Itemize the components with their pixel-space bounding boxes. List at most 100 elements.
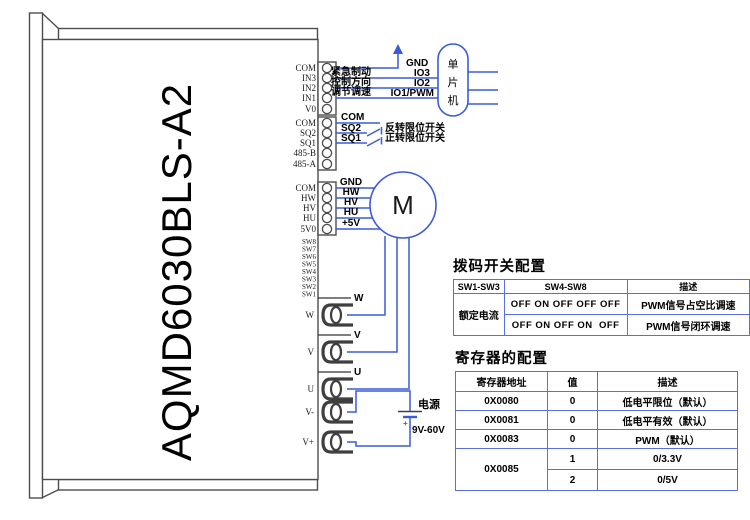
phase-label-v: V [354, 330, 361, 341]
reg-header-value: 值 [547, 371, 598, 392]
sw-pin-label: SW8 [302, 238, 317, 246]
phase-labels: W V U [354, 293, 364, 378]
io2-label: IO2 [414, 78, 431, 89]
dip-desc-cell: PWM信号闭环调速 [626, 314, 750, 336]
emergency-brake-label: 紧急制动 [331, 65, 371, 78]
reg-value-cell: 2 [547, 469, 598, 491]
pin-label: 5V0 [301, 224, 317, 234]
table-row: 0X0085 1 0/3.3V [455, 448, 738, 491]
motor-label: M [392, 190, 414, 220]
terminal-clamp-v-minus [321, 400, 353, 424]
terminal-base-lines [318, 297, 351, 373]
dip-pin-labels: SW8 SW7 SW6 SW5 SW4 SW3 SW2 SW1 [302, 238, 317, 299]
power-supply-label: 电源 [418, 397, 440, 411]
reg-table-title: 寄存器的配置 [455, 351, 548, 367]
hall-signal-labels: GND HW HV HU +5V [340, 177, 362, 229]
mcu-char: 片 [448, 76, 459, 89]
terminal-clamp-v-plus [321, 430, 353, 454]
reg-value-cell: 0 [547, 391, 598, 411]
pin-label: SQ1 [300, 138, 316, 148]
reg-addr-cell: 0X0081 [455, 410, 548, 430]
phase-label-u: U [354, 367, 361, 378]
terminal-label-v: V [308, 347, 315, 357]
heatsink-bar [28, 12, 44, 499]
reg-addr-cell: 0X0085 [455, 448, 548, 491]
terminal-clamp-u [321, 377, 353, 401]
reg-value-cell: 0 [547, 429, 598, 449]
reg-desc-cell: 0/5V [597, 469, 738, 491]
wire-com-gnd [336, 50, 399, 69]
sw-pin-label: SW1 [302, 291, 317, 299]
table-row: 额定电流 OFF ON OFF OFF OFF PWM信号占空比调速 [453, 293, 750, 336]
register-table: 寄存器地址 值 描述 0X0080 0 低电平限位（默认） 0X0081 0 低… [455, 371, 738, 491]
reg-desc-cell: 低电平有效（默认） [597, 410, 738, 430]
mcu-box [437, 43, 469, 117]
dip-setting-cell: OFF ON OFF ON OFF [503, 314, 628, 336]
reg-desc-cell: 0/3.3V [597, 448, 738, 470]
terminal-label-v-minus: V- [305, 407, 314, 417]
sw-pin-label: SW6 [302, 253, 317, 261]
sw-pin-label: SW2 [302, 283, 317, 291]
heatsink-bevel-top [42, 12, 59, 30]
table-row: 0X0080 0 低电平限位（默认） [455, 391, 738, 411]
pin-label: HW [301, 193, 316, 203]
driver-board-body [41, 38, 319, 481]
terminal-label-v-plus: V+ [302, 437, 314, 447]
pin-label: 485-B [294, 148, 317, 158]
reg-desc-cell: PWM（默认） [597, 429, 738, 449]
voltage-range-label: 9V-60V [412, 425, 445, 436]
connector-holes [321, 62, 333, 235]
mcu-signal-labels: GND IO3 IO2 IO1/PWM 紧急制动 控制方向 调节调速 [331, 58, 434, 99]
reg-header-addr: 寄存器地址 [455, 371, 548, 392]
terminal-clamp-w [321, 303, 353, 327]
mcu-label: 单 片 机 [448, 58, 459, 107]
table-row: 0X0083 0 PWM（默认） [455, 429, 738, 449]
terminal-clamp-v [321, 340, 353, 364]
wire-phase-w [347, 236, 386, 316]
sq1-switch-lever [366, 138, 381, 147]
dip-setting-cell: OFF ON OFF OFF OFF [503, 293, 628, 315]
hall-5v-label: +5V [342, 218, 360, 229]
terminal-label-u: U [308, 384, 315, 394]
hall-gnd-label: GND [340, 177, 362, 188]
terminal-labels: W V U V- V+ [302, 310, 314, 447]
mcu-char: 单 [448, 58, 459, 71]
reg-header-desc: 描述 [597, 371, 738, 392]
pin-label: V0 [305, 104, 316, 114]
wire-vminus-battery [347, 390, 411, 413]
pin-labels: COM IN3 IN2 IN1 V0 COM SQ2 SQ1 485-B 485… [293, 63, 316, 234]
dip-header-desc: 描述 [626, 279, 750, 294]
battery-plus-label: + [403, 419, 408, 428]
pin-label: IN3 [302, 73, 316, 83]
reg-addr-cell: 0X0080 [455, 391, 548, 411]
sq2-label: SQ2 [341, 123, 361, 134]
heatsink-bevel-bottom [42, 489, 59, 499]
reverse-limit-switch-label: 反转限位开关 [385, 121, 445, 134]
reg-value-cell: 1 [547, 448, 598, 470]
reg-desc-cell: 低电平限位（默认） [597, 391, 738, 411]
dip-header-sw4-sw8: SW4-SW8 [503, 279, 628, 294]
pin-label: SQ2 [300, 128, 316, 138]
ground-arrow-icon [393, 44, 403, 54]
pin-label: COM [295, 63, 316, 73]
reg-value-cell: 0 [547, 410, 598, 430]
wire-battery-vplus [347, 418, 411, 447]
flange-top [57, 27, 319, 41]
pin-label: IN1 [302, 93, 316, 103]
sw-pin-label: SW4 [302, 268, 317, 276]
speed-adjust-label: 调节调速 [331, 85, 371, 98]
motor-circle [369, 171, 437, 239]
pin-label: IN2 [302, 83, 316, 93]
table-row: 2 0/5V [456, 469, 738, 491]
io3-label: IO3 [414, 68, 431, 79]
table-row: SW1-SW3 SW4-SW8 描述 [453, 279, 750, 294]
phase-label-w: W [354, 293, 364, 304]
wire-phase-u [347, 236, 410, 390]
terminal-label-w: W [306, 310, 315, 320]
hall-hv-label: HV [344, 197, 358, 208]
dip-switch-config-section: 拨码开关配置 SW1-SW3 SW4-SW8 描述 额定电流 OFF ON OF… [453, 255, 750, 336]
power-supply-labels: 电源 9V-60V [412, 397, 445, 436]
forward-limit-switch-label: 正转限位开关 [385, 131, 445, 144]
table-row: 0X0081 0 低电平有效（默认） [455, 410, 738, 430]
